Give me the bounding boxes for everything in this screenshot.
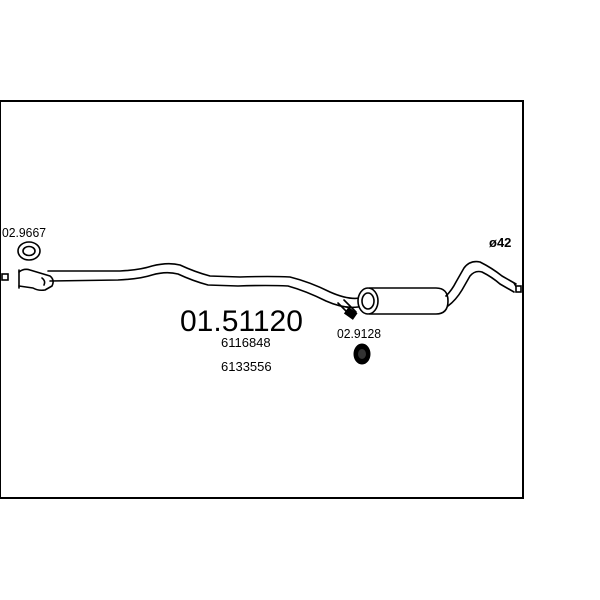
pipe-clamp [337,299,358,320]
oe-number-2: 6133556 [221,359,272,374]
diagram-frame [0,100,524,499]
outlet-end-marker [515,285,522,293]
gasket-ring-inner [22,245,36,257]
part-number: 01.51120 [180,305,303,338]
gasket-label: 02.9667 [2,225,46,240]
intermediate-pipe [47,262,361,309]
inlet-end-marker [1,273,9,281]
clamp-part [353,343,371,365]
oe-number-1: 6116848 [221,335,271,350]
diameter-label: ø42 [489,235,511,250]
rear-silencer [357,287,449,315]
tail-pipe [445,260,519,307]
clamp-label: 02.9128 [337,326,381,341]
inlet-flange [18,268,54,292]
